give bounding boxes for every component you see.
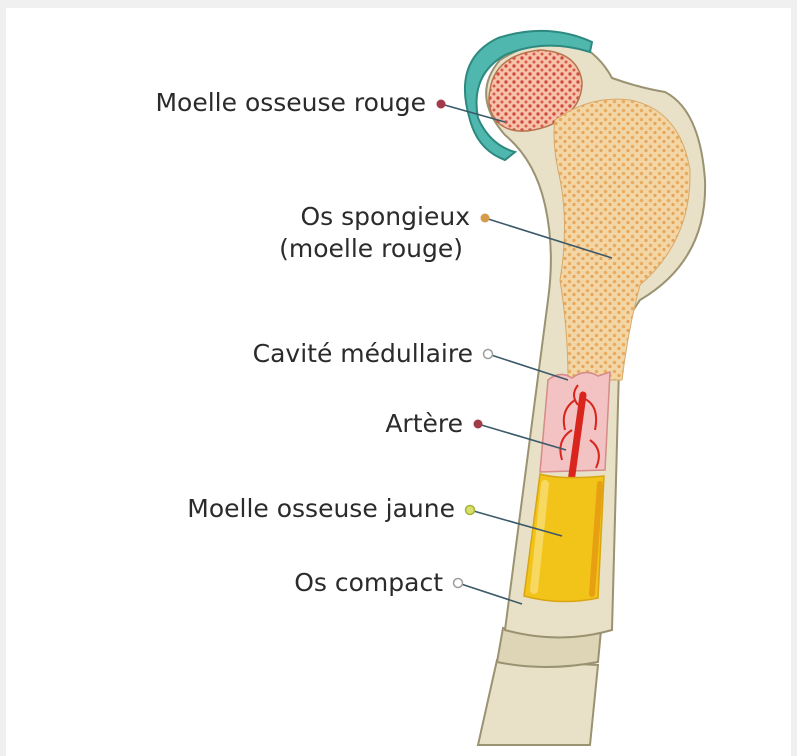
label-artery: Artère	[300, 409, 463, 439]
dot-compact	[454, 579, 463, 588]
spongy-bone	[554, 99, 690, 380]
label-yellow-marrow: Moelle osseuse jaune	[60, 494, 455, 524]
label-medullary: Cavité médullaire	[150, 339, 473, 369]
dot-medullary	[484, 350, 493, 359]
dot-artery	[474, 420, 483, 429]
label-spongy-line1: Os spongieux	[180, 202, 470, 232]
dot-red-marrow	[437, 100, 446, 109]
label-spongy-line2: (moelle rouge)	[180, 234, 463, 264]
dot-yellow-marrow	[466, 506, 475, 515]
lower-shaft	[478, 660, 598, 745]
dot-spongy	[481, 214, 490, 223]
label-red-marrow: Moelle osseuse rouge	[78, 88, 426, 118]
label-compact: Os compact	[200, 568, 443, 598]
